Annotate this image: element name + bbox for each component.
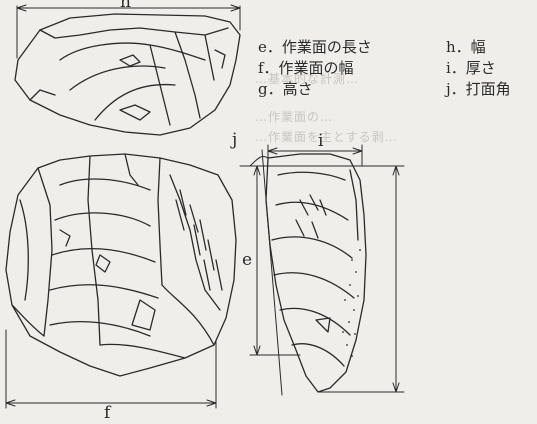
legend-item-j: j．打面角 bbox=[446, 80, 511, 98]
legend-item-g: g．高さ bbox=[258, 80, 313, 98]
dimension-i bbox=[267, 144, 363, 166]
platform-axis-line bbox=[261, 149, 283, 396]
dimension-f bbox=[5, 329, 217, 409]
bleed-through-text: …基本的な計測… bbox=[255, 72, 360, 86]
legend-item-f: f．作業面の幅 bbox=[258, 59, 354, 77]
front-view-outline bbox=[5, 153, 237, 377]
bleed-through-text: …作業面の… bbox=[255, 110, 334, 124]
dimension-h bbox=[16, 4, 241, 59]
label-h: h bbox=[120, 0, 131, 12]
side-view-cortex-stipple bbox=[342, 249, 361, 357]
legend-item-h: h．幅 bbox=[446, 38, 486, 56]
label-i: i bbox=[318, 131, 324, 151]
dimension-j bbox=[239, 155, 386, 167]
side-view-outline bbox=[265, 153, 367, 393]
legend-item-i: i．厚さ bbox=[446, 59, 496, 77]
legend-item-e: e．作業面の長さ bbox=[258, 38, 372, 56]
top-view-outline bbox=[14, 13, 241, 136]
dimension-e bbox=[249, 165, 301, 356]
label-e: e bbox=[242, 250, 253, 270]
bleed-through-text: …作業面を主とする剥… bbox=[255, 130, 398, 144]
label-j: j bbox=[232, 130, 238, 150]
label-f: f bbox=[104, 403, 111, 423]
dimension-g bbox=[317, 165, 405, 393]
